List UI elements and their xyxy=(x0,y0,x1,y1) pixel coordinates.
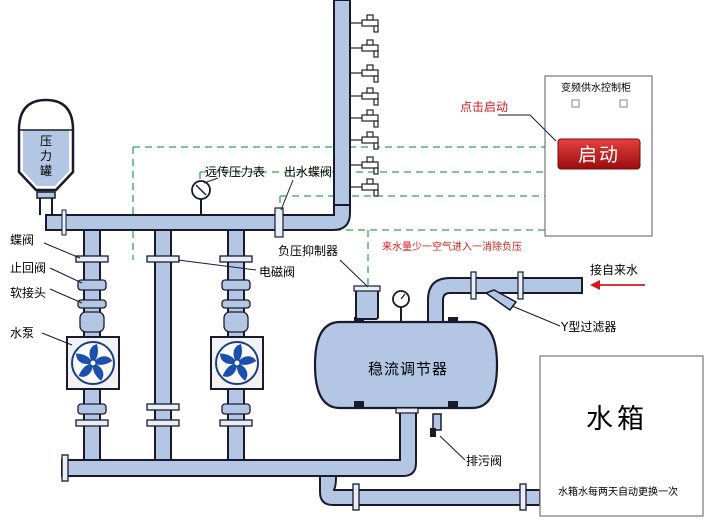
label-inflow-note: 来水量少一空气进入一消除负压 xyxy=(382,240,522,253)
water-tank-label: 水箱 xyxy=(586,404,648,435)
pump-1 xyxy=(66,336,120,390)
fan-icon xyxy=(215,341,259,385)
stabilizer-label: 稳流调节器 xyxy=(368,360,448,378)
start-button[interactable]: 启动 xyxy=(557,138,641,170)
water-tank: 水箱 水箱水每两天自动更换一次 xyxy=(539,355,704,517)
label-outlet-butterfly: 出水蝶阀 xyxy=(284,164,332,179)
label-click-start: 点击启动 xyxy=(460,100,508,114)
label-neg-pressure: 负压抑制器 xyxy=(278,243,338,258)
pressure-tank: 压 力 罐 xyxy=(17,98,75,215)
fan-icon xyxy=(71,341,115,385)
stabilizer-tank: 稳流调节器 xyxy=(313,317,499,414)
start-button-label: 启动 xyxy=(578,144,620,166)
label-solenoid-valve: 电磁阀 xyxy=(259,264,295,279)
label-soft-joint: 软接头 xyxy=(10,285,46,300)
label-butterfly-valve: 蝶阀 xyxy=(10,232,34,247)
riser-pipe xyxy=(333,0,379,206)
pump-2 xyxy=(210,336,264,390)
pressure-gauge-icon xyxy=(392,290,410,322)
inlet-pipe xyxy=(427,271,583,323)
label-drain-valve: 排污阀 xyxy=(466,454,502,468)
neg-pressure-suppressor xyxy=(353,285,381,320)
tap-icon xyxy=(350,14,379,197)
header-pipe xyxy=(45,204,351,238)
tank-label-2: 力 xyxy=(40,149,52,163)
label-tap-water: 接自来水 xyxy=(590,262,638,277)
cabinet-title: 变频供水控制柜 xyxy=(561,81,631,94)
tank-label-3: 罐 xyxy=(40,164,52,178)
label-remote-gauge: 远传压力表 xyxy=(205,164,265,179)
water-tank-note: 水箱水每两天自动更换一次 xyxy=(558,485,678,498)
tank-label-1: 压 xyxy=(40,134,52,148)
remote-gauge-icon xyxy=(191,180,211,215)
label-water-pump: 水泵 xyxy=(10,326,34,340)
arrow-icon xyxy=(590,280,645,290)
label-check-valve: 止回阀 xyxy=(10,261,46,275)
leader-lines xyxy=(41,114,561,461)
suction-pipe xyxy=(61,409,541,511)
drain-valve-icon xyxy=(430,413,442,437)
label-y-filter: Y型过滤器 xyxy=(560,320,616,334)
